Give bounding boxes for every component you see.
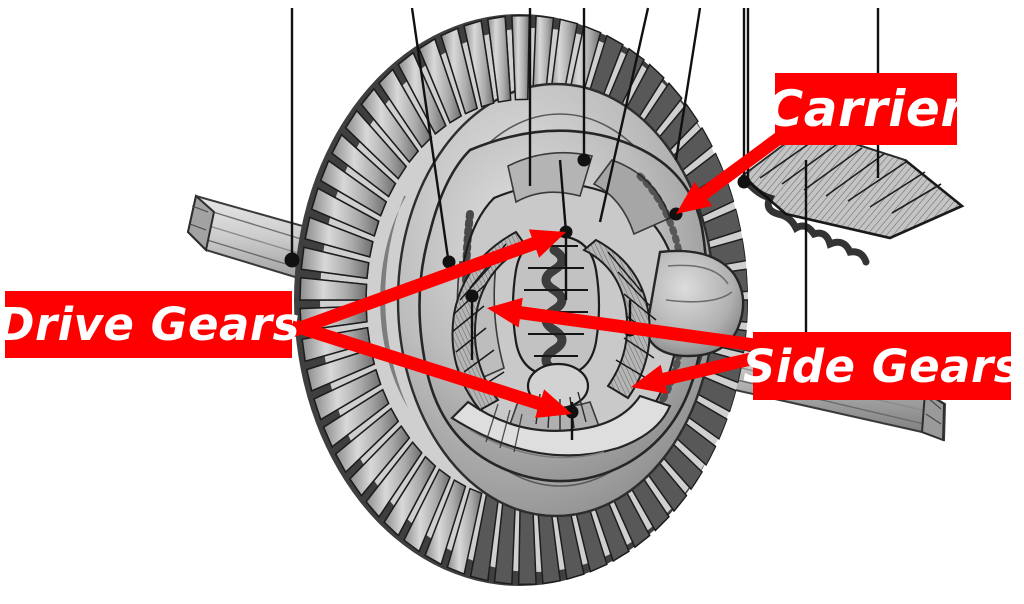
ring-gear-tooth-front — [418, 37, 463, 124]
ring-gear-tooth-front — [360, 87, 420, 164]
ring-gear-tooth-front — [344, 109, 408, 180]
ring-gear-tooth — [424, 479, 467, 566]
ring-gear-tooth — [403, 468, 451, 553]
label-carrier-text: Carrier — [766, 80, 966, 138]
ring-gear-tooth-front — [310, 187, 380, 237]
ring-gear-tooth — [446, 487, 483, 576]
ring-gear-tooth-front — [348, 425, 411, 497]
label-side-gears[interactable]: Side Gears — [743, 332, 1021, 400]
label-drive-gears[interactable]: Drive Gears — [0, 291, 299, 358]
label-drive-gears-text: Drive Gears — [0, 298, 300, 351]
label-carrier[interactable]: Carrier — [767, 73, 965, 145]
ring-gear-tooth-front — [365, 441, 423, 519]
ring-gear-tooth-front — [397, 51, 447, 136]
ring-gear-tooth-front — [331, 133, 397, 198]
center-pinion — [511, 234, 601, 378]
ring-gear-tooth-front — [486, 15, 512, 103]
drive-pinion-gear — [740, 126, 965, 266]
ring-gear-tooth-front — [440, 27, 478, 115]
ring-gear-tooth-front — [319, 159, 388, 217]
ring-gear-tooth-front — [383, 455, 437, 537]
ring-gear-tooth-front — [463, 19, 495, 108]
ring-gear-tooth-front — [511, 14, 531, 101]
label-side-gears-text: Side Gears — [742, 339, 1022, 393]
